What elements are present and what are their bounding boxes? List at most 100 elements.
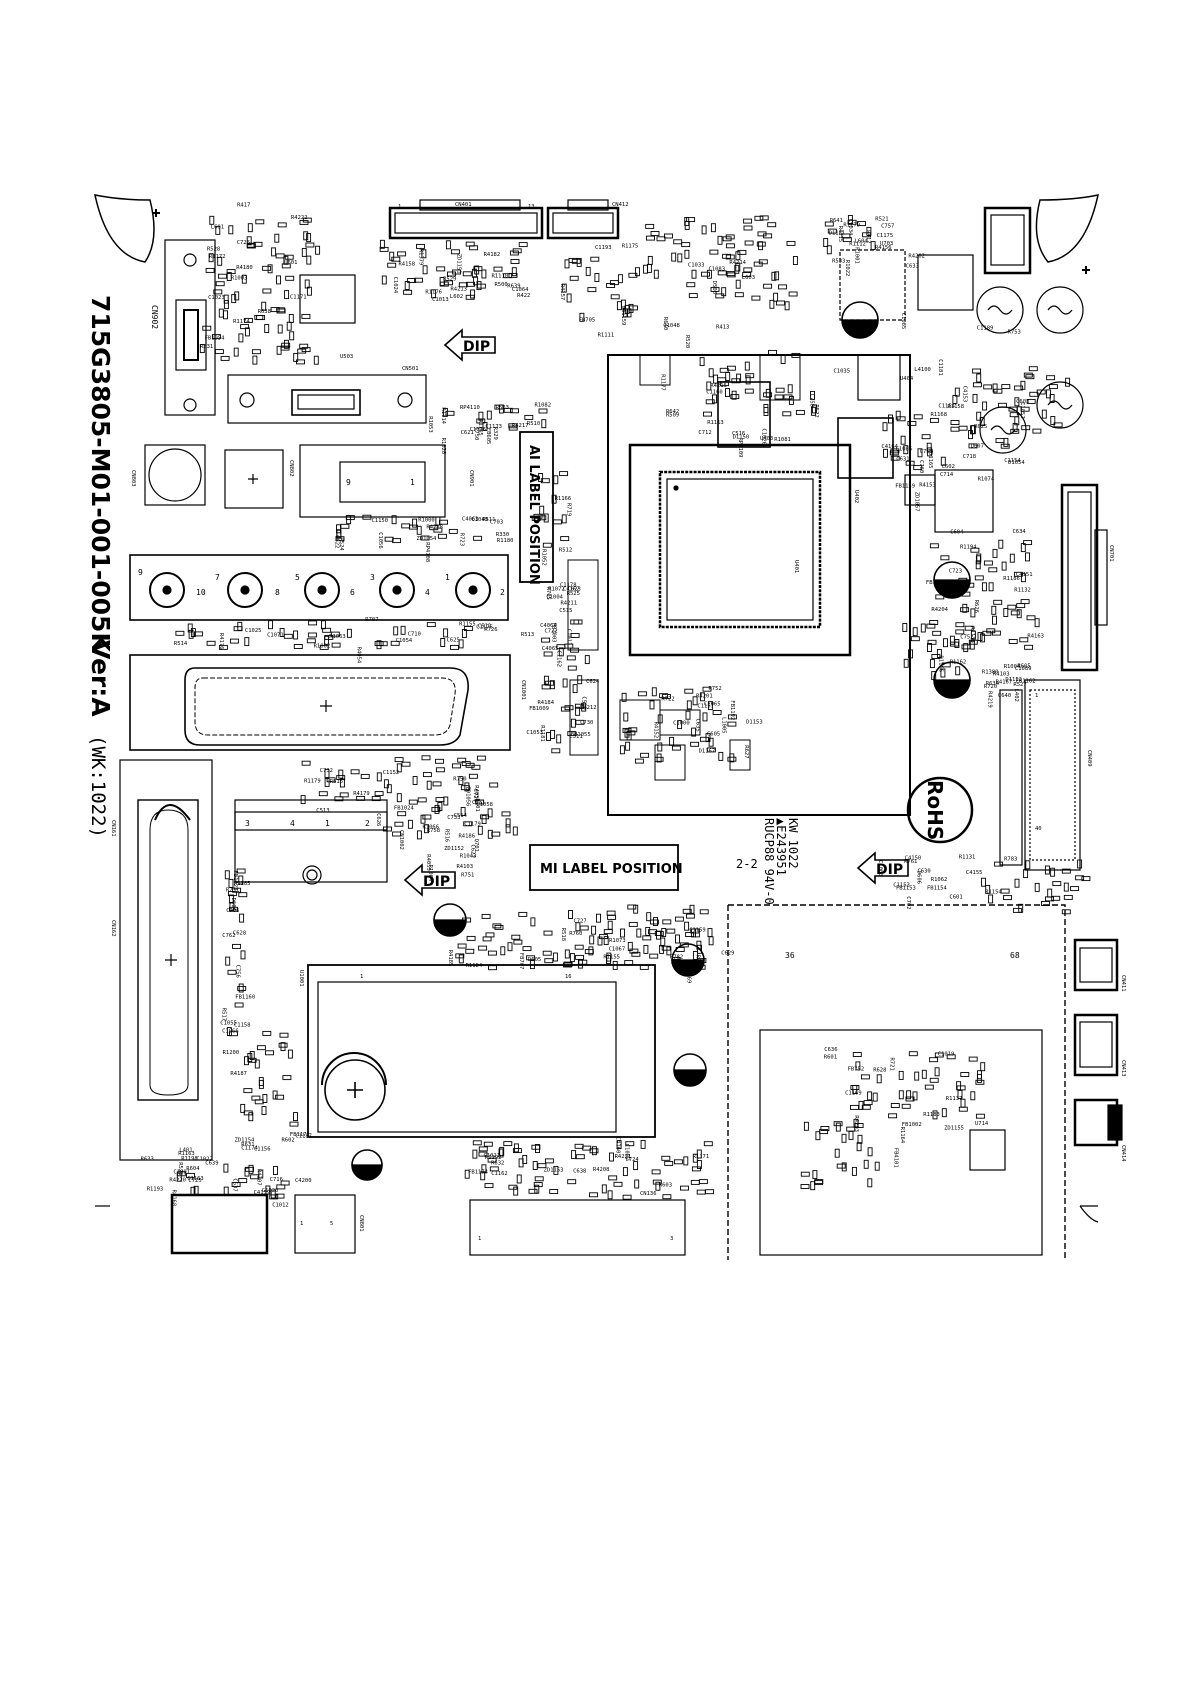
refdes-label: R722 bbox=[661, 697, 674, 703]
refdes-label: R1162 bbox=[950, 660, 967, 666]
refdes-label: R639 bbox=[507, 284, 520, 290]
pad bbox=[675, 947, 685, 952]
pad bbox=[731, 390, 737, 400]
pad bbox=[998, 539, 1004, 549]
pad bbox=[269, 1194, 279, 1200]
refdes-label: R1110 bbox=[492, 274, 509, 280]
pad bbox=[1077, 859, 1083, 869]
pad bbox=[248, 1112, 254, 1122]
rohs-mark: RoHS bbox=[906, 776, 974, 844]
refdes-label: C726 bbox=[237, 240, 250, 246]
pad bbox=[1023, 540, 1033, 546]
pad bbox=[744, 388, 754, 394]
pad bbox=[387, 262, 397, 268]
refdes-label: R4217 bbox=[512, 423, 529, 429]
pad bbox=[650, 231, 660, 236]
pad bbox=[575, 1154, 585, 1160]
pad bbox=[927, 639, 937, 645]
pad bbox=[726, 272, 736, 278]
pad bbox=[685, 913, 695, 919]
pad bbox=[513, 939, 523, 945]
refdes-label: R4212 bbox=[580, 705, 597, 711]
pad bbox=[608, 1175, 618, 1181]
pad bbox=[661, 693, 671, 699]
pad bbox=[743, 225, 753, 231]
pad bbox=[744, 361, 750, 371]
refdes-label: C1156 bbox=[254, 1147, 271, 1153]
pad bbox=[566, 655, 576, 661]
pad bbox=[908, 649, 913, 659]
pad bbox=[929, 1057, 939, 1063]
refdes-label: C602 bbox=[942, 464, 955, 470]
pad bbox=[631, 951, 641, 957]
pad bbox=[970, 1091, 976, 1101]
refdes-label: R528 bbox=[207, 247, 220, 253]
pad bbox=[422, 814, 432, 820]
refdes-label: C1021 bbox=[484, 1153, 501, 1159]
pad bbox=[963, 643, 969, 653]
pad bbox=[334, 796, 344, 802]
refdes-label: R1176 bbox=[425, 290, 442, 296]
pad bbox=[243, 1088, 253, 1094]
pad bbox=[276, 345, 282, 355]
connector-cn161: CN161 CN162 bbox=[110, 759, 213, 1161]
refdes-label: C756 bbox=[235, 965, 241, 978]
pad bbox=[271, 247, 277, 257]
refdes-label: C601 bbox=[949, 894, 962, 900]
refdes-label: R4168 bbox=[171, 1190, 177, 1207]
pad bbox=[1047, 888, 1053, 898]
svg-text:1: 1 bbox=[478, 1236, 481, 1242]
refdes-label: R422 bbox=[517, 293, 530, 299]
pad bbox=[620, 928, 625, 938]
pad bbox=[656, 753, 662, 763]
pad bbox=[703, 1141, 713, 1147]
refdes-label: C1033 bbox=[688, 263, 705, 269]
pad bbox=[814, 1180, 824, 1186]
svg-text:2: 2 bbox=[365, 819, 370, 828]
pad bbox=[654, 756, 664, 762]
refdes-label: R761 bbox=[904, 859, 917, 865]
pad bbox=[857, 1134, 863, 1144]
svg-text:9: 9 bbox=[138, 568, 143, 577]
refdes-label: C624 bbox=[586, 679, 600, 685]
pad bbox=[276, 275, 281, 285]
pad bbox=[546, 732, 551, 741]
refdes-label: R529 bbox=[443, 276, 456, 282]
refdes-label: C1071 bbox=[267, 633, 284, 639]
pad bbox=[606, 283, 616, 288]
pad bbox=[362, 514, 372, 520]
refdes-label: C4162 bbox=[563, 586, 580, 592]
pad bbox=[958, 577, 968, 583]
pad bbox=[231, 1182, 241, 1187]
pad bbox=[558, 647, 564, 657]
refdes-label: R1072 bbox=[548, 587, 565, 593]
refdes-label: C4164 bbox=[881, 444, 898, 450]
pad bbox=[384, 536, 394, 542]
refdes-label: R626 bbox=[973, 600, 979, 613]
refdes-label: C639 bbox=[205, 1161, 218, 1167]
svg-text:CN162: CN162 bbox=[110, 920, 116, 937]
refdes-label: R1174 bbox=[233, 319, 250, 325]
connector-top-right bbox=[983, 206, 1032, 275]
pad bbox=[275, 1094, 285, 1100]
svg-text:U401: U401 bbox=[793, 560, 799, 573]
pad bbox=[603, 929, 613, 935]
pad bbox=[511, 267, 517, 277]
pad bbox=[501, 811, 511, 817]
pad bbox=[656, 930, 661, 940]
pad bbox=[1012, 422, 1018, 432]
refdes-label: R1198 bbox=[181, 1156, 198, 1162]
pad bbox=[238, 875, 244, 885]
refdes-label: C1052 bbox=[1019, 402, 1025, 419]
pad bbox=[960, 607, 970, 613]
pad bbox=[475, 799, 485, 805]
pad bbox=[675, 934, 680, 944]
pad bbox=[686, 217, 696, 223]
pad bbox=[824, 221, 834, 227]
refdes-label: R705 bbox=[545, 587, 551, 600]
pad bbox=[339, 792, 349, 798]
connector-cn412: CN412 bbox=[546, 199, 629, 240]
pad bbox=[524, 414, 534, 420]
refdes-label: R1081 bbox=[774, 437, 791, 443]
refdes-label: R513 bbox=[521, 632, 534, 638]
